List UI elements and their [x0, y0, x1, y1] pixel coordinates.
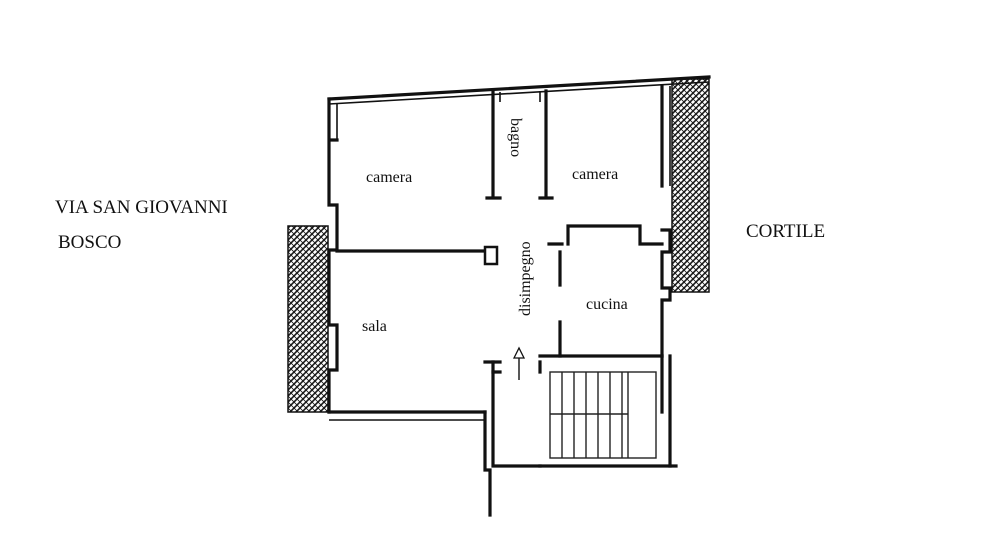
room-label-bagno: bagno: [507, 118, 524, 157]
courtyard-label: CORTILE: [746, 221, 825, 242]
staircase: [549, 371, 657, 459]
left-balcony: [287, 225, 329, 413]
room-label-camera-left: camera: [366, 169, 412, 186]
room-label-cucina: cucina: [586, 296, 628, 313]
right-balcony: [671, 78, 710, 293]
street-name-line2: BOSCO: [58, 232, 121, 253]
room-label-disimpegno: disimpegno: [517, 241, 534, 316]
outer-walls: [327, 75, 711, 517]
street-name-line1: VIA SAN GIOVANNI: [55, 197, 228, 218]
room-label-sala: sala: [362, 318, 387, 335]
entrance-arrow-icon: [512, 346, 526, 380]
interior-walls: [335, 89, 664, 374]
room-label-camera-right: camera: [572, 166, 618, 183]
